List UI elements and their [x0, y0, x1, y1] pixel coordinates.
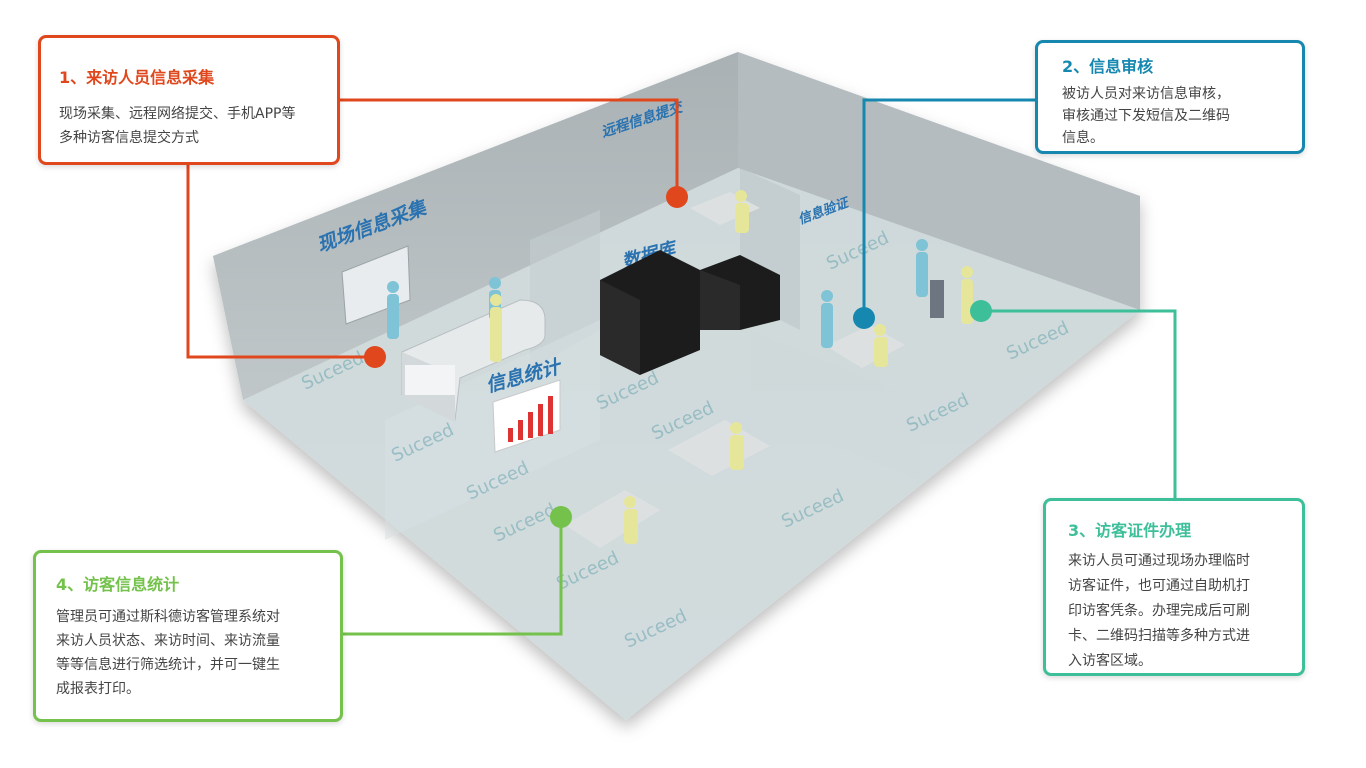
- step-card-title: 3、访客证件办理: [1068, 521, 1192, 540]
- step-card-body: 现场采集、远程网络提交、手机APP等 多种访客信息提交方式: [59, 102, 319, 150]
- step-card-body: 管理员可通过斯科德访客管理系统对 来访人员状态、来访时间、来访流量 等等信息进行…: [56, 605, 322, 701]
- step-card-title: 1、来访人员信息采集: [59, 68, 215, 87]
- step-card-line: 入访客区域。: [1068, 653, 1152, 669]
- marker-dot-3: [970, 300, 992, 322]
- step-card-line: 现场采集、远程网络提交、手机APP等: [59, 106, 296, 122]
- right-wall: [738, 52, 1140, 310]
- connector-line-1: [340, 98, 679, 197]
- marker-dot-4: [550, 506, 572, 528]
- step-card-line: 信息。: [1062, 130, 1104, 146]
- marker-dot-2: [853, 307, 875, 329]
- self-service-kiosk: [930, 280, 944, 318]
- step-card-line: 访客证件，也可通过自助机打: [1068, 578, 1250, 594]
- people-seated: [490, 190, 973, 544]
- reception-desk: [401, 299, 546, 422]
- step-card-line: 来访人员状态、来访时间、来访流量: [56, 633, 280, 649]
- step-card-line: 审核通过下发短信及二维码: [1062, 108, 1230, 124]
- marker-dot-1: [666, 186, 688, 208]
- step-card-line: 卡、二维码扫描等多种方式进: [1068, 628, 1250, 644]
- step-card-body: 来访人员可通过现场办理临时 访客证件，也可通过自助机打 印访客凭条。办理完成后可…: [1068, 549, 1284, 674]
- step-card-title: 4、访客信息统计: [56, 575, 180, 594]
- step-card-4: 4、访客信息统计 管理员可通过斯科德访客管理系统对 来访人员状态、来访时间、来访…: [33, 550, 343, 722]
- step-card-line: 管理员可通过斯科德访客管理系统对: [56, 609, 280, 625]
- server-racks: [600, 250, 780, 375]
- step-card-body: 被访人员对来访信息审核， 审核通过下发短信及二维码 信息。: [1062, 83, 1284, 149]
- left-wall: [213, 52, 738, 400]
- connector-line-3: [981, 309, 1177, 498]
- connector-line-1b: [186, 165, 374, 359]
- step-card-line: 成报表打印。: [56, 681, 140, 697]
- step-card-1: 1、来访人员信息采集 现场采集、远程网络提交、手机APP等 多种访客信息提交方式: [38, 35, 340, 165]
- connector-line-4: [343, 517, 563, 636]
- statistics-panel: [492, 379, 561, 453]
- step-card-line: 来访人员可通过现场办理临时: [1068, 553, 1250, 569]
- marker-dot-1b: [364, 346, 386, 368]
- step-card-title: 2、信息审核: [1062, 57, 1154, 76]
- step-card-line: 被访人员对来访信息审核，: [1062, 86, 1230, 102]
- step-card-line: 等等信息进行筛选统计，并可一键生: [56, 657, 280, 673]
- connector-line-2: [862, 98, 1035, 318]
- step-card-3: 3、访客证件办理 来访人员可通过现场办理临时 访客证件，也可通过自助机打 印访客…: [1043, 498, 1305, 676]
- step-card-line: 印访客凭条。办理完成后可刷: [1068, 603, 1250, 619]
- step-card-line: 多种访客信息提交方式: [59, 130, 199, 146]
- step-card-2: 2、信息审核 被访人员对来访信息审核， 审核通过下发短信及二维码 信息。: [1035, 40, 1305, 154]
